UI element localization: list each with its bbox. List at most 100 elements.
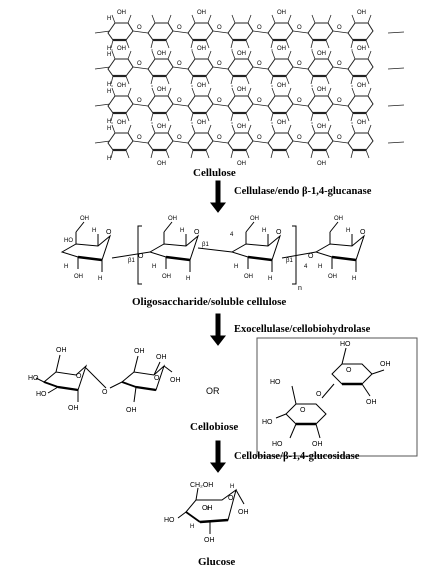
glycosidic-oxygen: O (257, 135, 262, 141)
hydrogen-label: H (230, 484, 234, 490)
glycosidic-oxygen: O (137, 98, 142, 104)
glucose-ring (186, 49, 215, 86)
glycosidic-oxygen: O (217, 135, 222, 141)
atom-label-ho: HO (262, 419, 273, 426)
glycosidic-oxygen: O (177, 25, 182, 31)
hydroxyl-label: OH (277, 83, 286, 89)
enzyme-label-glucosidase: Cellobiase/β-1,4-glucosidase (234, 451, 360, 462)
glycosidic-oxygen: O (257, 25, 262, 31)
glucose-ring (346, 13, 375, 50)
atom-label-h: H (234, 264, 238, 270)
atom-label-oh: OH (204, 537, 215, 544)
hydroxyl-label: OH (197, 46, 206, 52)
glucose-ring (266, 49, 295, 86)
beta-linkage-label: β1 (128, 258, 135, 264)
atom-label-h: H (98, 276, 102, 282)
glycosidic-oxygen: O (137, 135, 142, 141)
atom-label-h: H (186, 276, 190, 282)
hydroxyl-label: OH (197, 120, 206, 126)
glycosidic-oxygen: O (137, 25, 142, 31)
atom-label-h: H (318, 264, 322, 270)
atom-label-o: O (360, 229, 366, 236)
arrow-step2 (209, 313, 227, 346)
glycosidic-oxygen: O (297, 61, 302, 67)
atom-label-h: H (262, 228, 266, 234)
atom-label-o: O (106, 229, 112, 236)
glucose-ring (186, 13, 215, 50)
glycosidic-oxygen: O (257, 61, 262, 67)
hydroxyl-label: HO (64, 238, 73, 244)
atom-label-oh: OH (170, 377, 181, 384)
bridge-oxygen: O (316, 391, 322, 398)
hydrogen-label: H (107, 82, 111, 88)
glycosidic-oxygen: O (217, 25, 222, 31)
glycosidic-oxygen: O (337, 25, 342, 31)
ring-oxygen: O (346, 367, 352, 374)
glycosidic-oxygen: O (137, 61, 142, 67)
atom-label-o: O (276, 229, 282, 236)
hydroxyl-label: OH (197, 10, 206, 16)
beta-linkage-label: β1 (202, 242, 209, 248)
atom-label-h: H (92, 228, 96, 234)
hydrogen-label: H (190, 524, 194, 530)
bridge-oxygen: O (138, 253, 144, 260)
atom-label-h: H (268, 276, 272, 282)
bridge-oxygen: O (102, 389, 108, 396)
glycosidic-oxygen: O (217, 61, 222, 67)
hydroxyl-label: OH (157, 87, 166, 93)
hydrogen-label: H (107, 119, 111, 125)
cellulose-structure: OOHOOHOOHOOHOOHOOHOHHHOOHOOHOOHOOHOOHOOH… (94, 10, 405, 167)
glycosidic-oxygen: O (177, 61, 182, 67)
hydroxyl-label: OH (117, 83, 126, 89)
hydroxyl-label: OH (157, 51, 166, 57)
atom-label-oh: OH (366, 399, 377, 406)
atom-label-oh: OH (312, 441, 323, 448)
atom-label-ho: HO (340, 341, 351, 348)
hydroxyl-label: OH (317, 124, 326, 130)
atom-label-h: H (352, 276, 356, 282)
glucose-ring (106, 123, 135, 160)
hydrogen-label: H (107, 46, 111, 52)
atom-label-h: H (180, 228, 184, 234)
hydroxyl-label: OH (357, 120, 366, 126)
hydroxyl-label: OH (277, 46, 286, 52)
glycosidic-oxygen: O (257, 98, 262, 104)
beta-linkage-label: β1 (286, 258, 293, 264)
glycosidic-oxygen: O (297, 135, 302, 141)
atom-label-oh: OH (334, 216, 343, 222)
atom-label-h: H (346, 228, 350, 234)
hydrogen-label: H (107, 156, 111, 162)
atom-label-oh: OH (244, 274, 253, 280)
hydroxyl-label: OH (157, 124, 166, 130)
hydroxyl-label: OH (357, 46, 366, 52)
hydrogen-label: H (107, 89, 111, 95)
hydroxyl-label: OH (117, 120, 126, 126)
hydroxyl-label: OH (317, 51, 326, 57)
cellobiose-label: Cellobiose (190, 421, 239, 433)
glucose-ring (266, 13, 295, 50)
reaction-arrows (209, 180, 227, 473)
atom-label-oh: OH (74, 274, 83, 280)
glycosidic-oxygen: O (337, 61, 342, 67)
hydroxyl-label: OH (197, 83, 206, 89)
arrow-step1 (209, 180, 227, 213)
atom-label-oh: OH (250, 216, 259, 222)
hydrogen-label: H (107, 52, 111, 58)
atom-label-oh: OH (56, 347, 67, 354)
atom-label-oh: OH (168, 216, 177, 222)
bridge-oxygen: O (308, 253, 314, 260)
glucose-ring (146, 13, 175, 50)
enzyme-label-endoglucanase: Cellulase/endo β-1,4-glucanase (234, 186, 372, 197)
hydroxyl-label: OH (237, 51, 246, 57)
